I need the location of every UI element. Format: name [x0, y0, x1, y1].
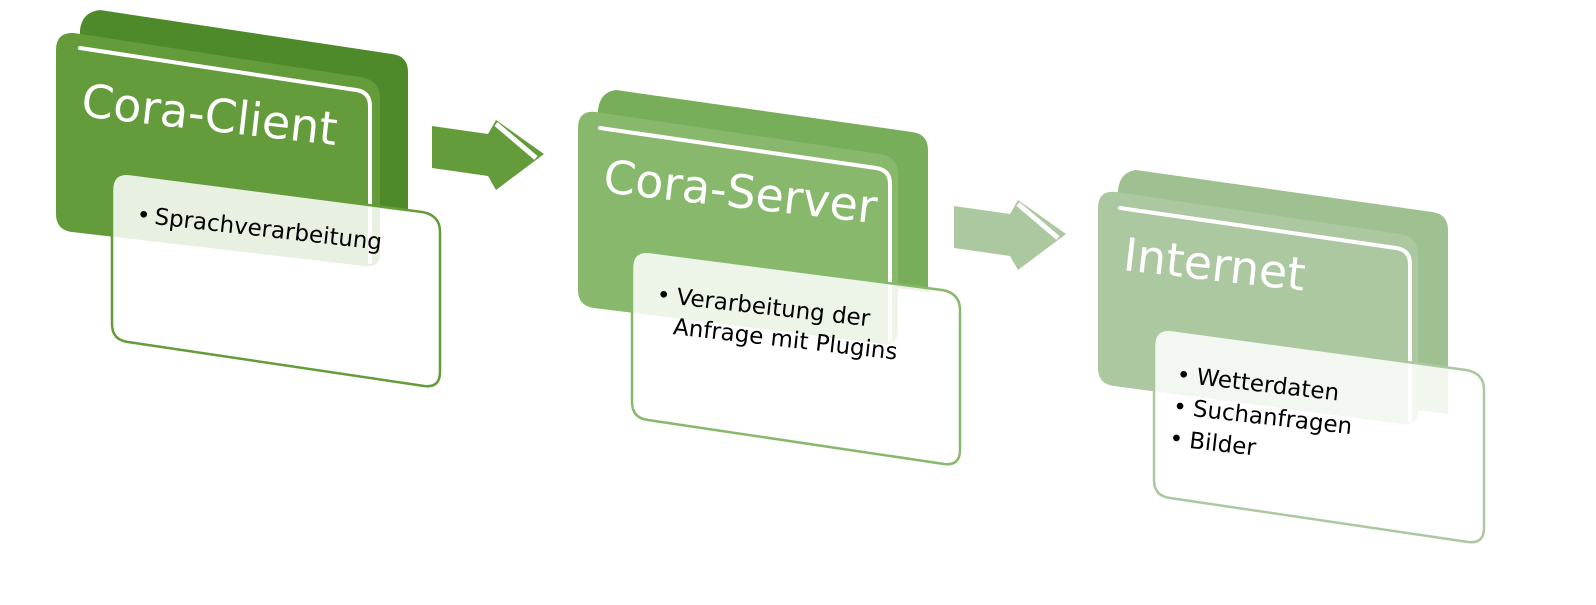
- step-3-card-bevel: [1118, 206, 1412, 422]
- step-2-bullet-box: [630, 250, 962, 466]
- step-1-bullet-marker: •: [135, 202, 151, 229]
- step-3-bullet-marker-1: •: [1175, 362, 1191, 389]
- step-1-card-bevel: [78, 46, 372, 264]
- arrow-2-3: [954, 200, 1066, 270]
- step-2-card-bevel: [598, 126, 892, 342]
- step-3-bullet-marker-3: •: [1168, 426, 1184, 453]
- step-cora-client: Cora-Client • Sprachverarbeitung: [56, 10, 442, 388]
- arrow-1-2-body: [432, 120, 544, 190]
- arrow-1-2: [432, 120, 544, 190]
- step-1-bullet-box: [110, 172, 442, 388]
- arrow-2-3-highlight: [1016, 202, 1060, 240]
- step-3-bullet-box: [1152, 328, 1486, 544]
- step-3-bullet-marker-2: •: [1172, 394, 1188, 421]
- step-cora-server: Cora-Server • Verarbeitung der Anfrage m…: [578, 90, 962, 466]
- step-internet: Internet • Wetterdaten • Suchanfragen • …: [1098, 170, 1486, 544]
- step-2-bullet-marker: •: [655, 282, 671, 309]
- arrow-1-2-highlight: [494, 122, 538, 160]
- arrow-2-3-body: [954, 200, 1066, 270]
